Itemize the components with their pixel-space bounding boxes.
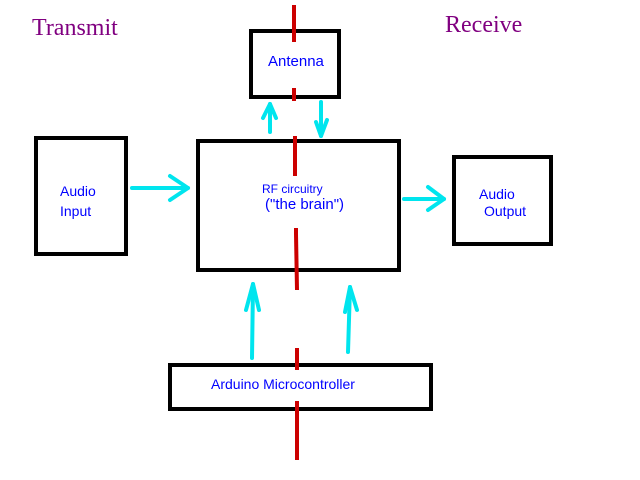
rf-circuitry-label: RF circuitry	[262, 182, 323, 196]
signal-arrows	[130, 100, 446, 360]
audio-input-block	[34, 136, 128, 256]
divider-line	[292, 5, 299, 460]
arrow-audio-input-to-rf-icon	[130, 174, 190, 202]
arduino-block	[168, 363, 433, 411]
audio-output-label-line1: Audio	[479, 186, 515, 202]
audio-input-label-line2: Input	[60, 203, 92, 219]
rf-circuitry-sublabel: ("the brain")	[265, 196, 345, 213]
arduino-label: Arduino Microcontroller	[211, 376, 355, 392]
rf-circuitry-block	[196, 139, 401, 272]
arrow-arduino-to-rf-right-icon	[343, 285, 359, 354]
audio-output-block	[452, 155, 553, 246]
receive-heading: Receive	[445, 12, 523, 38]
arrow-arduino-to-rf-left-icon	[244, 282, 261, 360]
audio-output-label-line2: Output	[484, 203, 527, 219]
antenna-label: Antenna	[268, 53, 324, 70]
audio-input-label-line1: Audio	[60, 183, 96, 199]
transmit-heading: Transmit	[32, 15, 118, 41]
arrow-antenna-to-rf-icon	[314, 100, 329, 138]
arrow-rf-to-audio-output-icon	[402, 185, 446, 212]
arrow-rf-to-antenna-icon	[261, 102, 278, 134]
divider-segment	[294, 233, 299, 291]
